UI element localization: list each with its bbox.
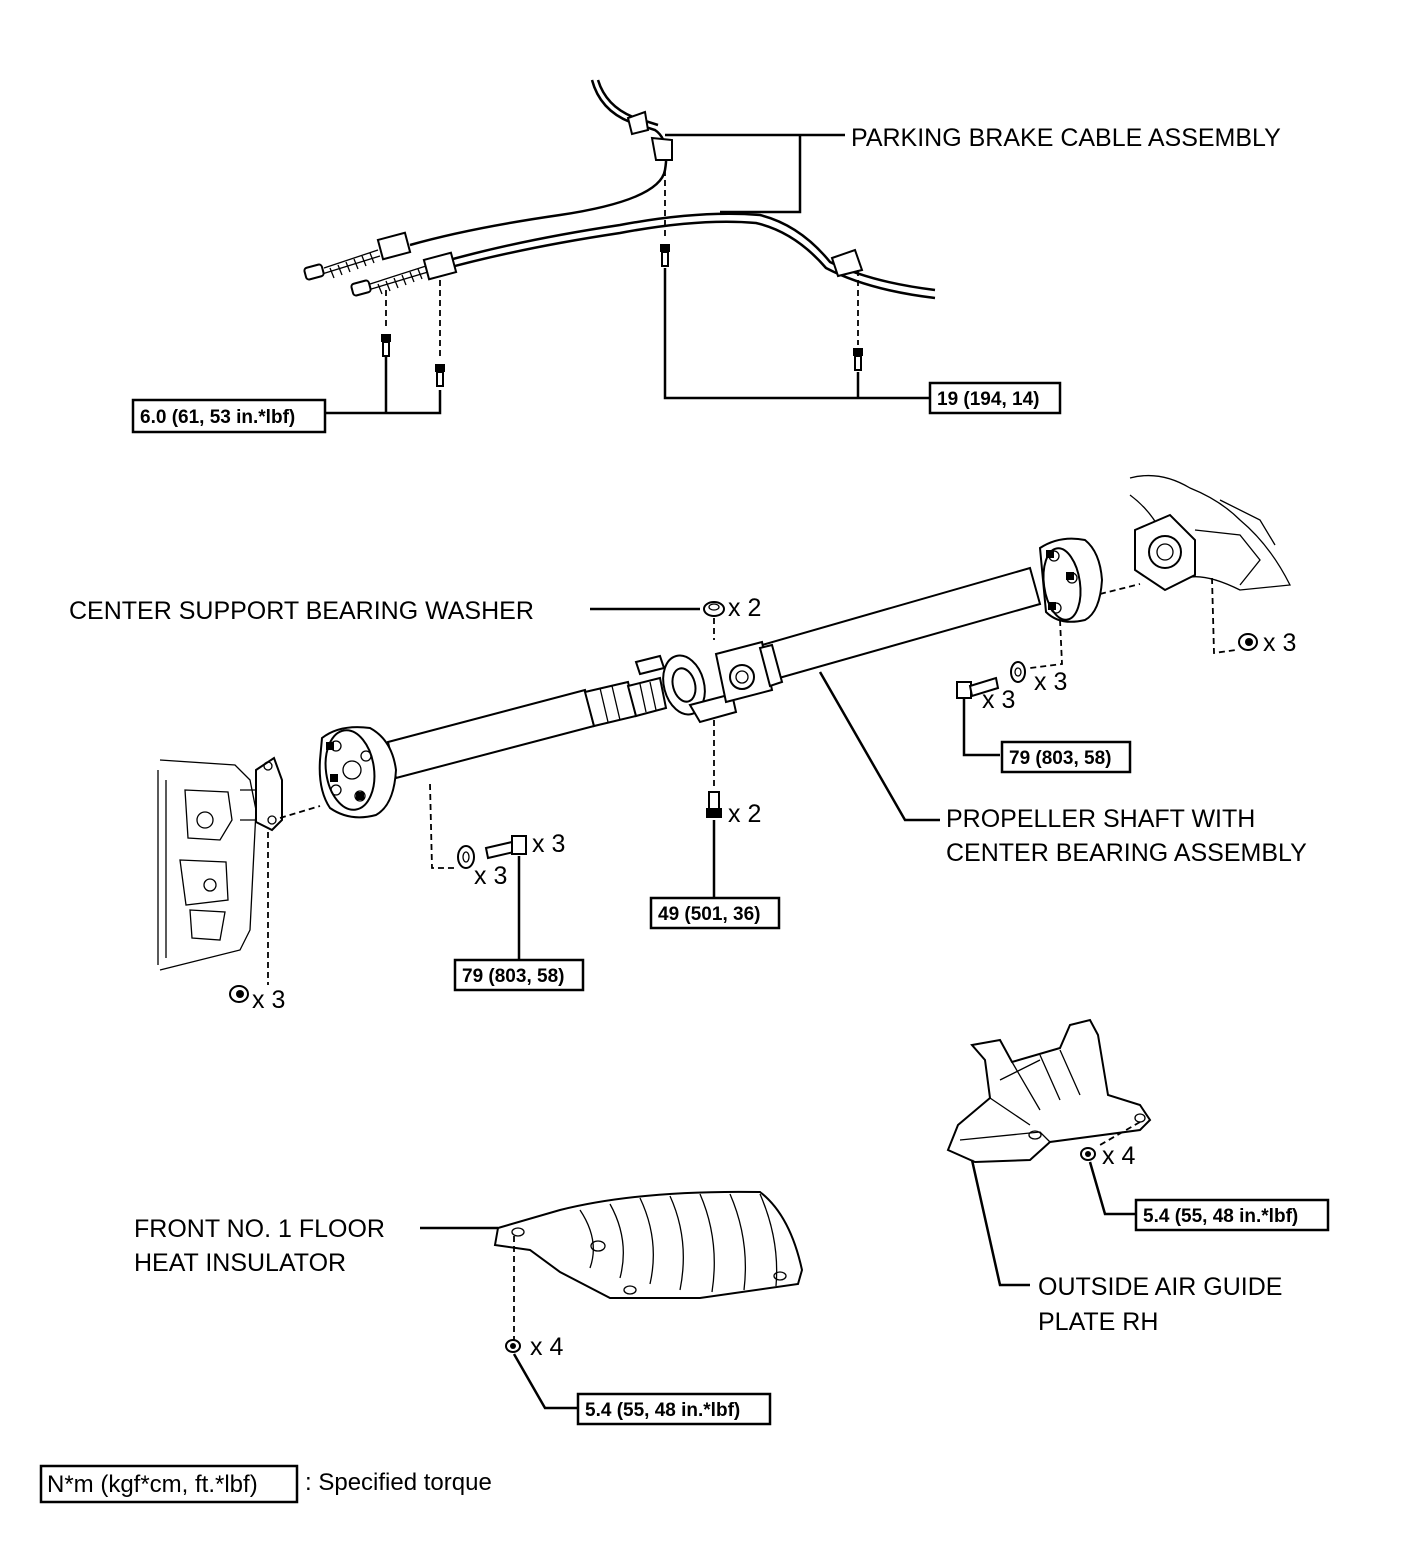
front-nut-qty: x 3 bbox=[252, 986, 285, 1014]
washer-qty: x 2 bbox=[728, 594, 761, 622]
air-guide-label-line1: OUTSIDE AIR GUIDE bbox=[1038, 1273, 1282, 1301]
torque-rear-flange: 79 (803, 58) bbox=[1009, 748, 1111, 769]
center-bolt-qty: x 2 bbox=[728, 800, 761, 828]
legend-description: : Specified torque bbox=[305, 1469, 492, 1496]
rear-bolt-qty: x 3 bbox=[982, 686, 1015, 714]
legend: N*m (kgf*cm, ft.*lbf) : Specified torque bbox=[39, 1464, 492, 1504]
cable-bolt bbox=[381, 334, 391, 357]
rear-flange-bolt bbox=[956, 676, 1000, 699]
legend-unit-box bbox=[39, 1464, 299, 1504]
cable-end-lower bbox=[350, 251, 458, 297]
front-flange-washer bbox=[457, 845, 475, 869]
insulator-nut-qty: x 4 bbox=[530, 1333, 563, 1361]
parking-brake-cable-assembly bbox=[303, 79, 936, 387]
propeller-shaft bbox=[318, 537, 1104, 819]
heat-insulator-label-line2: HEAT INSULATOR bbox=[134, 1249, 346, 1277]
front-washer-qty: x 3 bbox=[474, 862, 507, 890]
front-nut bbox=[229, 985, 249, 1003]
torque-box-heat-insulator bbox=[576, 1392, 772, 1426]
torque-heat-insulator: 5.4 (55, 48 in.*lbf) bbox=[585, 1400, 740, 1421]
torque-box-front-flange bbox=[453, 958, 585, 992]
insulator-nut bbox=[505, 1339, 521, 1353]
torque-box-cable-right bbox=[928, 381, 1062, 415]
floor-heat-insulator bbox=[493, 1190, 804, 1299]
air-guide-nut-qty: x 4 bbox=[1102, 1142, 1135, 1170]
torque-center-bearing: 49 (501, 36) bbox=[658, 904, 760, 925]
outside-air-guide-plate bbox=[946, 1018, 1152, 1164]
rear-flange-washer bbox=[1010, 661, 1026, 683]
parking-brake-cable-label: PARKING BRAKE CABLE ASSEMBLY bbox=[851, 124, 1281, 152]
rear-washer-qty: x 3 bbox=[1034, 668, 1067, 696]
center-support-washer bbox=[703, 601, 725, 617]
cable-bolt bbox=[660, 244, 670, 267]
transmission-case bbox=[157, 756, 283, 971]
torque-box-rear-flange bbox=[1000, 740, 1132, 774]
air-guide-label-line2: PLATE RH bbox=[1038, 1308, 1158, 1336]
legend-unit-text: N*m (kgf*cm, ft.*lbf) bbox=[47, 1471, 258, 1498]
cable-bolt bbox=[435, 364, 445, 387]
cable-bolt bbox=[853, 348, 863, 371]
torque-box-cable-left bbox=[131, 398, 327, 434]
torque-air-guide: 5.4 (55, 48 in.*lbf) bbox=[1143, 1206, 1298, 1227]
rear-nut bbox=[1238, 633, 1258, 651]
cable-end-upper bbox=[303, 231, 412, 281]
propeller-shaft-label-line2: CENTER BEARING ASSEMBLY bbox=[946, 839, 1307, 867]
center-support-washer-label: CENTER SUPPORT BEARING WASHER bbox=[69, 597, 534, 625]
front-flange-bolt bbox=[484, 835, 527, 860]
heat-insulator-label-line1: FRONT NO. 1 FLOOR bbox=[134, 1215, 385, 1243]
torque-box-center-bearing bbox=[649, 896, 781, 930]
propeller-shaft-label-line1: PROPELLER SHAFT WITH bbox=[946, 805, 1255, 833]
torque-box-air-guide bbox=[1134, 1198, 1330, 1232]
torque-cable-left: 6.0 (61, 53 in.*lbf) bbox=[140, 407, 295, 428]
air-guide-nut bbox=[1080, 1147, 1096, 1161]
torque-front-flange: 79 (803, 58) bbox=[462, 966, 564, 987]
center-bearing-bolt bbox=[706, 791, 722, 818]
torque-cable-right: 19 (194, 14) bbox=[937, 389, 1039, 410]
front-bolt-qty: x 3 bbox=[532, 830, 565, 858]
differential-case bbox=[1129, 474, 1292, 592]
rear-nut-qty: x 3 bbox=[1263, 629, 1296, 657]
